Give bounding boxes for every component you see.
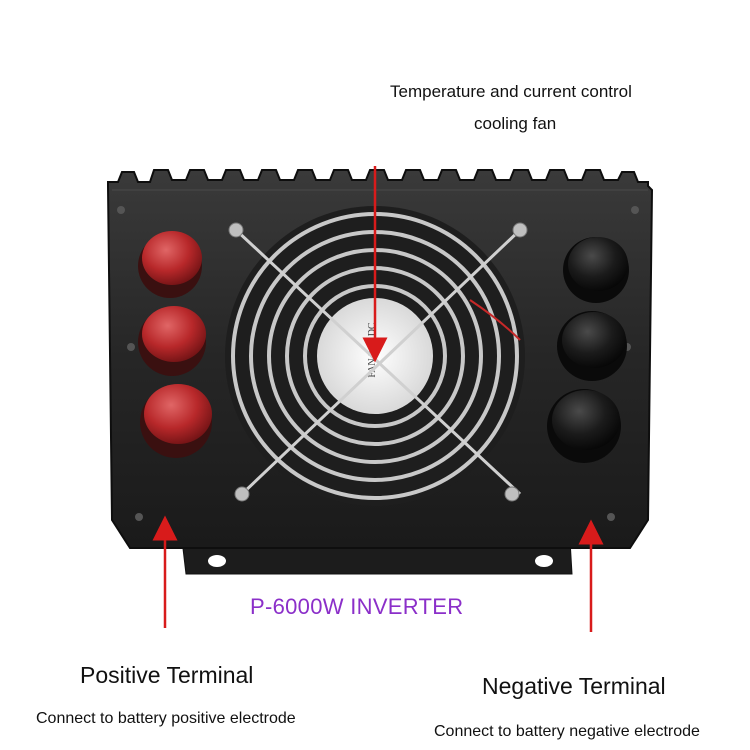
negative-terminal-description: Connect to battery negative electrode	[434, 723, 700, 740]
positive-terminal-description: Connect to battery positive electrode	[36, 710, 296, 727]
bracket-hole-left	[208, 555, 226, 567]
positive-terminal-cap	[144, 384, 212, 444]
product-name: P-6000W INVERTER	[250, 594, 464, 619]
positive-terminal-cap	[142, 231, 202, 285]
screw	[127, 343, 135, 351]
fan-annotation-subtitle: cooling fan	[474, 114, 557, 133]
negative-terminals	[547, 237, 629, 463]
negative-terminal-title: Negative Terminal	[482, 673, 666, 699]
screw	[607, 513, 615, 521]
screw	[631, 206, 639, 214]
positive-terminals	[138, 231, 212, 458]
negative-terminal-cap	[568, 237, 628, 291]
screw	[117, 206, 125, 214]
positive-terminal-title: Positive Terminal	[80, 662, 254, 688]
annotation-arrows	[152, 166, 604, 632]
screw	[135, 513, 143, 521]
negative-terminal-cap	[562, 312, 626, 368]
negative-terminal-cap	[552, 390, 620, 450]
fan-annotation-title: Temperature and current control	[390, 82, 632, 101]
positive-terminal-cap	[142, 306, 206, 362]
bracket-hole-right	[535, 555, 553, 567]
fan-wire	[469, 299, 521, 341]
